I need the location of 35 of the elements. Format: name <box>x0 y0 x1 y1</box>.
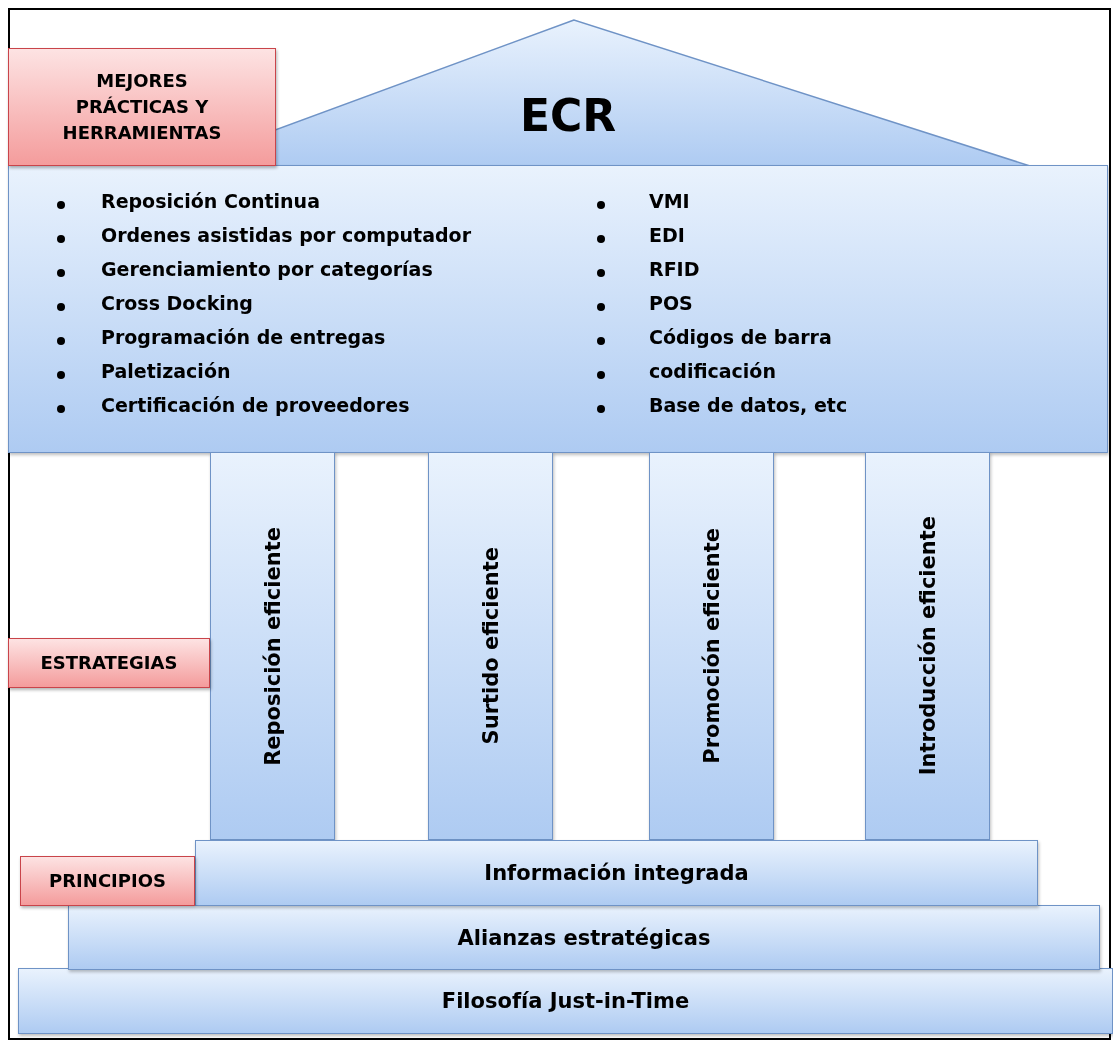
pillar <box>649 452 774 840</box>
list-item: Reposición Continua <box>101 190 320 212</box>
pillar <box>865 452 990 840</box>
section-label: PRINCIPIOS <box>48 868 167 893</box>
section-label: ESTRATEGIAS <box>39 650 179 675</box>
list-item: Base de datos, etc <box>649 394 848 416</box>
foundation-step <box>195 840 1038 906</box>
title-text: ECR <box>520 90 617 141</box>
foundation-step <box>18 968 1113 1034</box>
section-tag <box>8 48 276 166</box>
list-item: Cross Docking <box>101 292 253 314</box>
list-item: Gerenciamiento por categorías <box>101 258 433 280</box>
foundation-step <box>68 905 1100 970</box>
pillar-label: Reposición eficiente <box>260 526 285 766</box>
step-label: Filosofía Just-in-Time <box>441 989 690 1013</box>
pillar-label: Promoción eficiente <box>699 528 724 764</box>
list-item: VMI <box>649 190 690 212</box>
list-item: Programación de entregas <box>101 326 386 348</box>
pillar <box>210 452 335 840</box>
pillar <box>428 452 553 840</box>
list-item: RFID <box>649 258 700 280</box>
section-tag <box>20 856 195 906</box>
list-item: EDI <box>649 224 685 246</box>
section-tag <box>8 638 210 688</box>
list-item: codificación <box>649 360 776 382</box>
step-label: Información integrada <box>484 861 749 885</box>
step-label: Alianzas estratégicas <box>457 925 711 950</box>
list-item: Paletización <box>101 360 231 382</box>
list-item: Códigos de barra <box>649 326 832 348</box>
pillar-label: Surtido eficiente <box>478 547 503 745</box>
section-label: MEJORES PRÁCTICAS Y HERRAMIENTAS <box>61 68 223 146</box>
list-item: Ordenes asistidas por computador <box>101 224 472 246</box>
list-item: POS <box>649 292 693 314</box>
pillar-label: Introducción eficiente <box>915 516 940 776</box>
list-item: Certificación de proveedores <box>101 394 410 416</box>
